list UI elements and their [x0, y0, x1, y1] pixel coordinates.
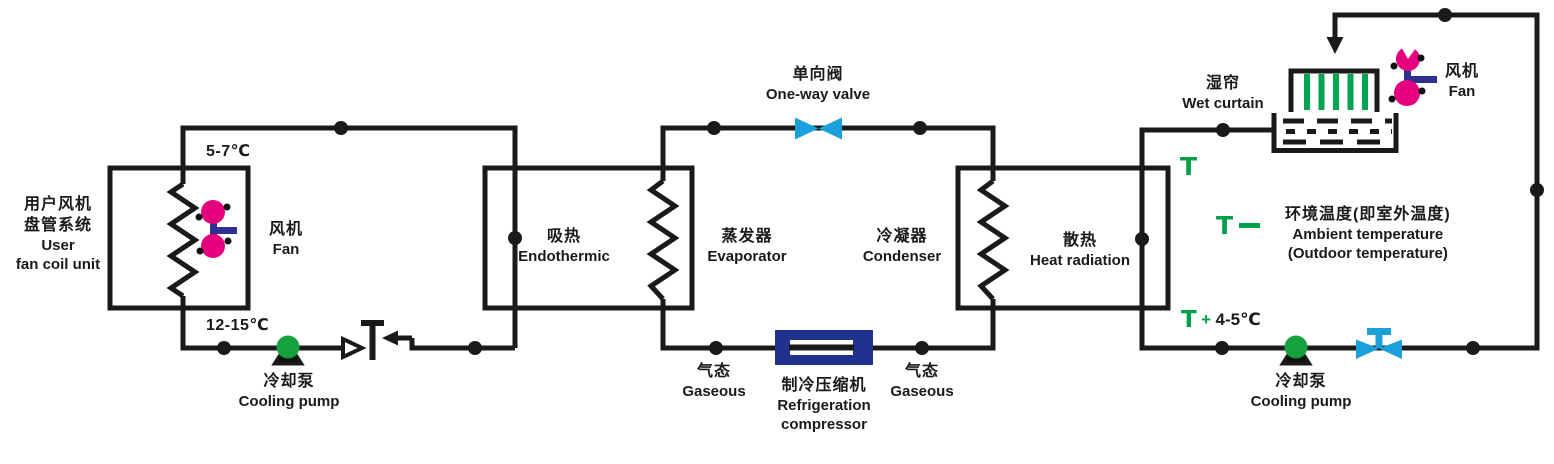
cooling-pump-left-label: 冷却泵 Cooling pump [239, 371, 340, 411]
compressor-label: 制冷压缩机 Refrigeration compressor [777, 375, 870, 434]
fan-left-icon [195, 200, 237, 258]
label-line: Gaseous [682, 383, 746, 400]
wet-curtain-label: 湿帘 Wet curtain [1182, 73, 1263, 113]
label-line: Gaseous [890, 383, 954, 400]
label-line: 湿帘 [1205, 75, 1240, 92]
label-line: 气态 [696, 363, 731, 380]
condenser-box [955, 165, 1171, 311]
one-way-valve-label: 单向阀 One-way valve [766, 64, 870, 104]
label-line: 吸热 [546, 228, 581, 245]
user-fan-coil-box [107, 165, 251, 311]
label-line: Cooling pump [238, 393, 340, 410]
water-basin-symbol [1271, 113, 1399, 153]
label-line: 风机 [1444, 63, 1480, 80]
return-arrow-icon [382, 330, 398, 346]
one-way-valve-symbol [795, 117, 842, 140]
label-line: Fan [1448, 83, 1476, 100]
label-line: 蒸发器 [721, 228, 773, 245]
label-line: fan coil unit [15, 256, 101, 273]
header-tee-icon [361, 320, 384, 360]
endothermic-label: 吸热 Endothermic [518, 226, 610, 266]
condenser-label: 冷凝器 Condenser [863, 226, 941, 266]
label-line: One-way valve [765, 86, 871, 103]
label-line: 冷却泵 [263, 373, 315, 390]
label-line: 用户风机 [23, 196, 93, 213]
label-line: Fan [272, 241, 300, 258]
label-line: Wet curtain [1182, 95, 1264, 112]
ambient-temperature-label: 环境温度(即室外温度) Ambient temperature (Outdoor… [1285, 204, 1451, 263]
user-coil-zigzag [166, 181, 200, 299]
supply-temperature-label: 5-7℃ [206, 143, 251, 160]
return-temperature-label: 12-15℃ [206, 317, 270, 334]
label-line: Heat radiation [1029, 252, 1131, 269]
condenser-coil-zigzag [976, 179, 1010, 301]
label-line: 风机 [268, 221, 304, 238]
label-line: 盘管系统 [23, 217, 93, 234]
evaporator-box [482, 165, 695, 311]
curtain-bar [1333, 74, 1339, 110]
label-line: Evaporator [707, 248, 787, 265]
curtain-bar [1347, 74, 1354, 110]
label-line: 制冷压缩机 [781, 377, 867, 394]
label-line: 散热 [1062, 232, 1097, 249]
label-line: 气态 [904, 363, 939, 380]
refrigerant-loop-pipes [646, 125, 1010, 351]
compressor-symbol [775, 330, 873, 365]
t-plus-value: 4-5℃ [1215, 310, 1261, 329]
label-line: Condenser [862, 248, 942, 265]
evaporator-coil-zigzag [646, 179, 680, 301]
supply-triangle-icon [341, 335, 367, 361]
t-plus-sign: + [1201, 310, 1212, 329]
label-line: 环境温度(即室外温度) [1285, 206, 1451, 223]
cooling-pump-right-symbol [1279, 335, 1313, 366]
t-plus-letter: T [1181, 307, 1197, 333]
fan-right-label: 风机 Fan [1445, 61, 1479, 101]
fan-right-icon [1388, 43, 1437, 106]
label-line: Ambient temperature [1292, 226, 1444, 243]
user-fan-coil-label: 用户风机 盘管系统 User fan coil unit [16, 194, 100, 274]
label-line: Refrigeration [777, 397, 871, 414]
label-line: User [41, 237, 75, 254]
temperature-t-marker: T [1180, 152, 1198, 181]
fan-left-label: 风机 Fan [269, 219, 303, 259]
flow-connector-symbol [341, 320, 398, 361]
heat-radiation-label: 散热 Heat radiation [1030, 230, 1130, 270]
cooling-pump-left-symbol [271, 335, 305, 366]
label-line: 单向阀 [792, 66, 844, 83]
label-line: 冷凝器 [876, 228, 928, 245]
cooling-water-loop-pipes [1139, 12, 1540, 351]
spray-arrow-icon [1326, 37, 1344, 54]
evaporator-label: 蒸发器 Evaporator [707, 226, 786, 266]
curtain-bar [1362, 74, 1368, 110]
t-plus-temperature-label: T + 4-5℃ [1181, 307, 1261, 333]
label-line: Endothermic [518, 248, 610, 265]
label-line: Cooling pump [1250, 393, 1352, 410]
cooling-pump-right-label: 冷却泵 Cooling pump [1251, 371, 1352, 411]
junction-dots [217, 8, 1544, 355]
curtain-bar [1304, 74, 1310, 110]
legend-t-symbol: T [1216, 213, 1261, 239]
legend-t-letter: T [1216, 211, 1234, 240]
label-line: (Outdoor temperature) [1287, 245, 1448, 262]
valve-right-symbol [1356, 328, 1402, 359]
label-line: 冷却泵 [1275, 373, 1327, 390]
legend-dash [1239, 223, 1261, 228]
label-line: compressor [781, 416, 867, 433]
wet-curtain-symbol [1288, 68, 1380, 112]
gaseous-left-label: 气态 Gaseous [682, 361, 745, 401]
curtain-bar [1318, 74, 1325, 110]
gaseous-right-label: 气态 Gaseous [890, 361, 953, 401]
